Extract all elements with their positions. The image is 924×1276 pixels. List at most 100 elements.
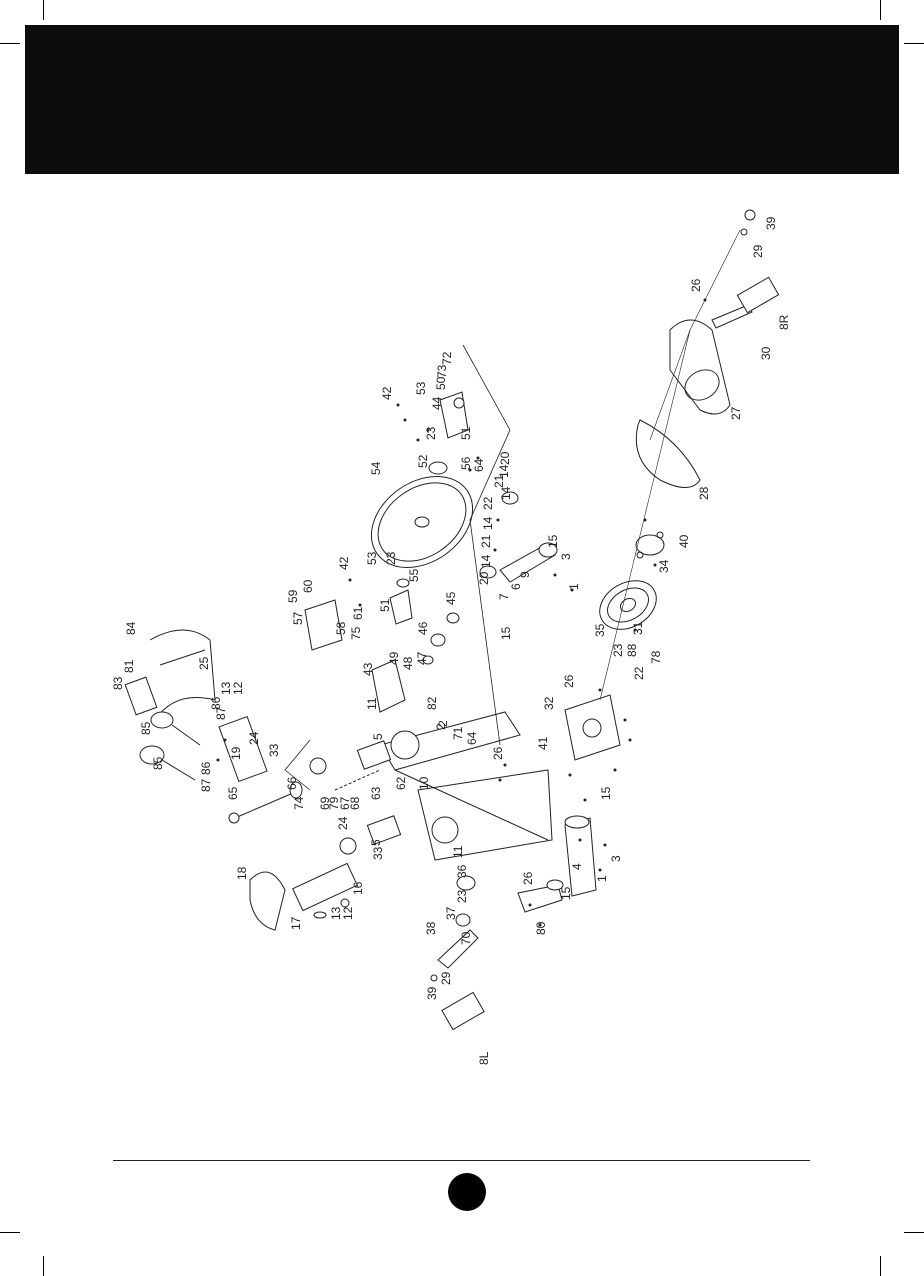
handlebar-sleeve [431, 816, 459, 844]
part-callout: 81 [122, 659, 136, 673]
part-callout: 55 [407, 568, 421, 582]
part-callout: 45 [444, 591, 458, 605]
part-callout: 21 [492, 474, 506, 488]
part-callout: 23 [424, 426, 438, 440]
part-callout: 48 [401, 656, 415, 670]
part-callout: 71 [451, 726, 465, 740]
part-callout: 62 [394, 776, 408, 790]
part-callout: 14 [499, 486, 513, 500]
part-callout: 83 [111, 676, 125, 690]
part-callout: 27 [729, 406, 743, 420]
side-guard [371, 659, 406, 713]
part-callout: 19 [229, 746, 243, 760]
part-callout: 32 [542, 696, 556, 710]
axle [234, 789, 301, 819]
part-callout: 53 [414, 381, 428, 395]
part-callout: 31 [631, 621, 645, 635]
pulley [599, 580, 657, 630]
part-callout: 42 [337, 556, 351, 570]
frame-line [394, 769, 549, 841]
left-pedal [441, 991, 485, 1031]
crop-mark [904, 1232, 924, 1233]
part-callout: 80 [534, 921, 548, 935]
part-callout: 1 [595, 875, 609, 882]
part-callout: 3 [559, 553, 573, 560]
part-callout: 2 [434, 723, 448, 730]
part-callout: 29 [751, 244, 765, 258]
part-callout: 10 [417, 776, 431, 790]
part-callout: 49 [387, 651, 401, 665]
part-callout: 7 [497, 593, 511, 600]
part-callout: 18 [235, 866, 249, 880]
part-callout: 26 [521, 871, 535, 885]
crop-mark [0, 1232, 20, 1233]
top-guard [304, 599, 343, 651]
part-callout: 39 [425, 986, 439, 1000]
part-callout: 33 [371, 846, 385, 860]
part-callout: 82 [425, 696, 439, 710]
part-callout: 72 [440, 351, 454, 365]
left-crank [437, 929, 479, 969]
part-callout: 11 [365, 697, 379, 710]
part-callout: 47 [415, 651, 429, 665]
part-callout: 51 [378, 598, 392, 612]
part-callout: 17 [289, 916, 303, 930]
part-callout: 73 [435, 364, 449, 378]
part-callout: 8R [777, 314, 791, 330]
part-callout: 22 [632, 666, 646, 680]
part-callout: 39 [764, 216, 778, 230]
part-callout: 23 [611, 643, 625, 657]
part-callout: 54 [369, 461, 383, 475]
part-callout: 23 [455, 889, 469, 903]
part-callout: 51 [459, 426, 473, 440]
part-callout: 67 [338, 796, 352, 810]
part-callout: 88 [625, 643, 639, 657]
part-callout: 14 [479, 554, 493, 568]
part-callout: 34 [657, 559, 671, 573]
part-callout: 5 [369, 839, 383, 846]
part-callout: 15 [599, 786, 613, 800]
part-callout: 29 [439, 971, 453, 985]
part-callout: 69 [318, 796, 332, 810]
part-callout: 64 [465, 731, 479, 745]
part-callout: 87 [199, 778, 213, 792]
part-callout: 74 [292, 796, 306, 810]
part-callout: 20 [477, 571, 491, 585]
down-tube [417, 769, 553, 861]
part-callout: 59 [286, 589, 300, 603]
crop-mark [880, 1256, 881, 1276]
part-callout: 13 [219, 681, 233, 695]
part-callout: 84 [124, 621, 138, 635]
part-callout: 36 [455, 864, 469, 878]
footer-rule [113, 1160, 810, 1161]
part-callout: 14 [497, 464, 511, 478]
part-callout: 11 [451, 845, 465, 858]
part-callout: 78 [649, 650, 663, 664]
part-callout: 37 [444, 906, 458, 920]
part-callout: 56 [459, 456, 473, 470]
part-callout: 6 [509, 583, 523, 590]
drive-belt [635, 419, 701, 488]
part-callout: 23 [384, 551, 398, 565]
part-callout: 3 [609, 855, 623, 862]
part-callout: 12 [231, 681, 245, 695]
left-pedal-block-2 [366, 815, 402, 845]
part-callout: 15 [499, 626, 513, 640]
part-callout: 35 [593, 623, 607, 637]
saddle [249, 871, 286, 931]
part-callout: 41 [536, 736, 550, 750]
left-pedal-block [356, 740, 392, 770]
part-callout: 66 [285, 776, 299, 790]
part-callout: 22 [481, 496, 495, 510]
part-callout: 85 [139, 721, 153, 735]
part-callout: 28 [697, 486, 711, 500]
part-callout: 2 [436, 720, 450, 727]
part-callout: 68 [348, 796, 362, 810]
part-callout: 75 [349, 626, 363, 640]
crop-mark [43, 1256, 44, 1276]
part-callout: 24 [336, 816, 350, 830]
part-callout: 46 [416, 621, 430, 635]
header-bar [25, 25, 899, 174]
part-callout: 52 [416, 454, 430, 468]
handlebar-cap [139, 745, 165, 765]
